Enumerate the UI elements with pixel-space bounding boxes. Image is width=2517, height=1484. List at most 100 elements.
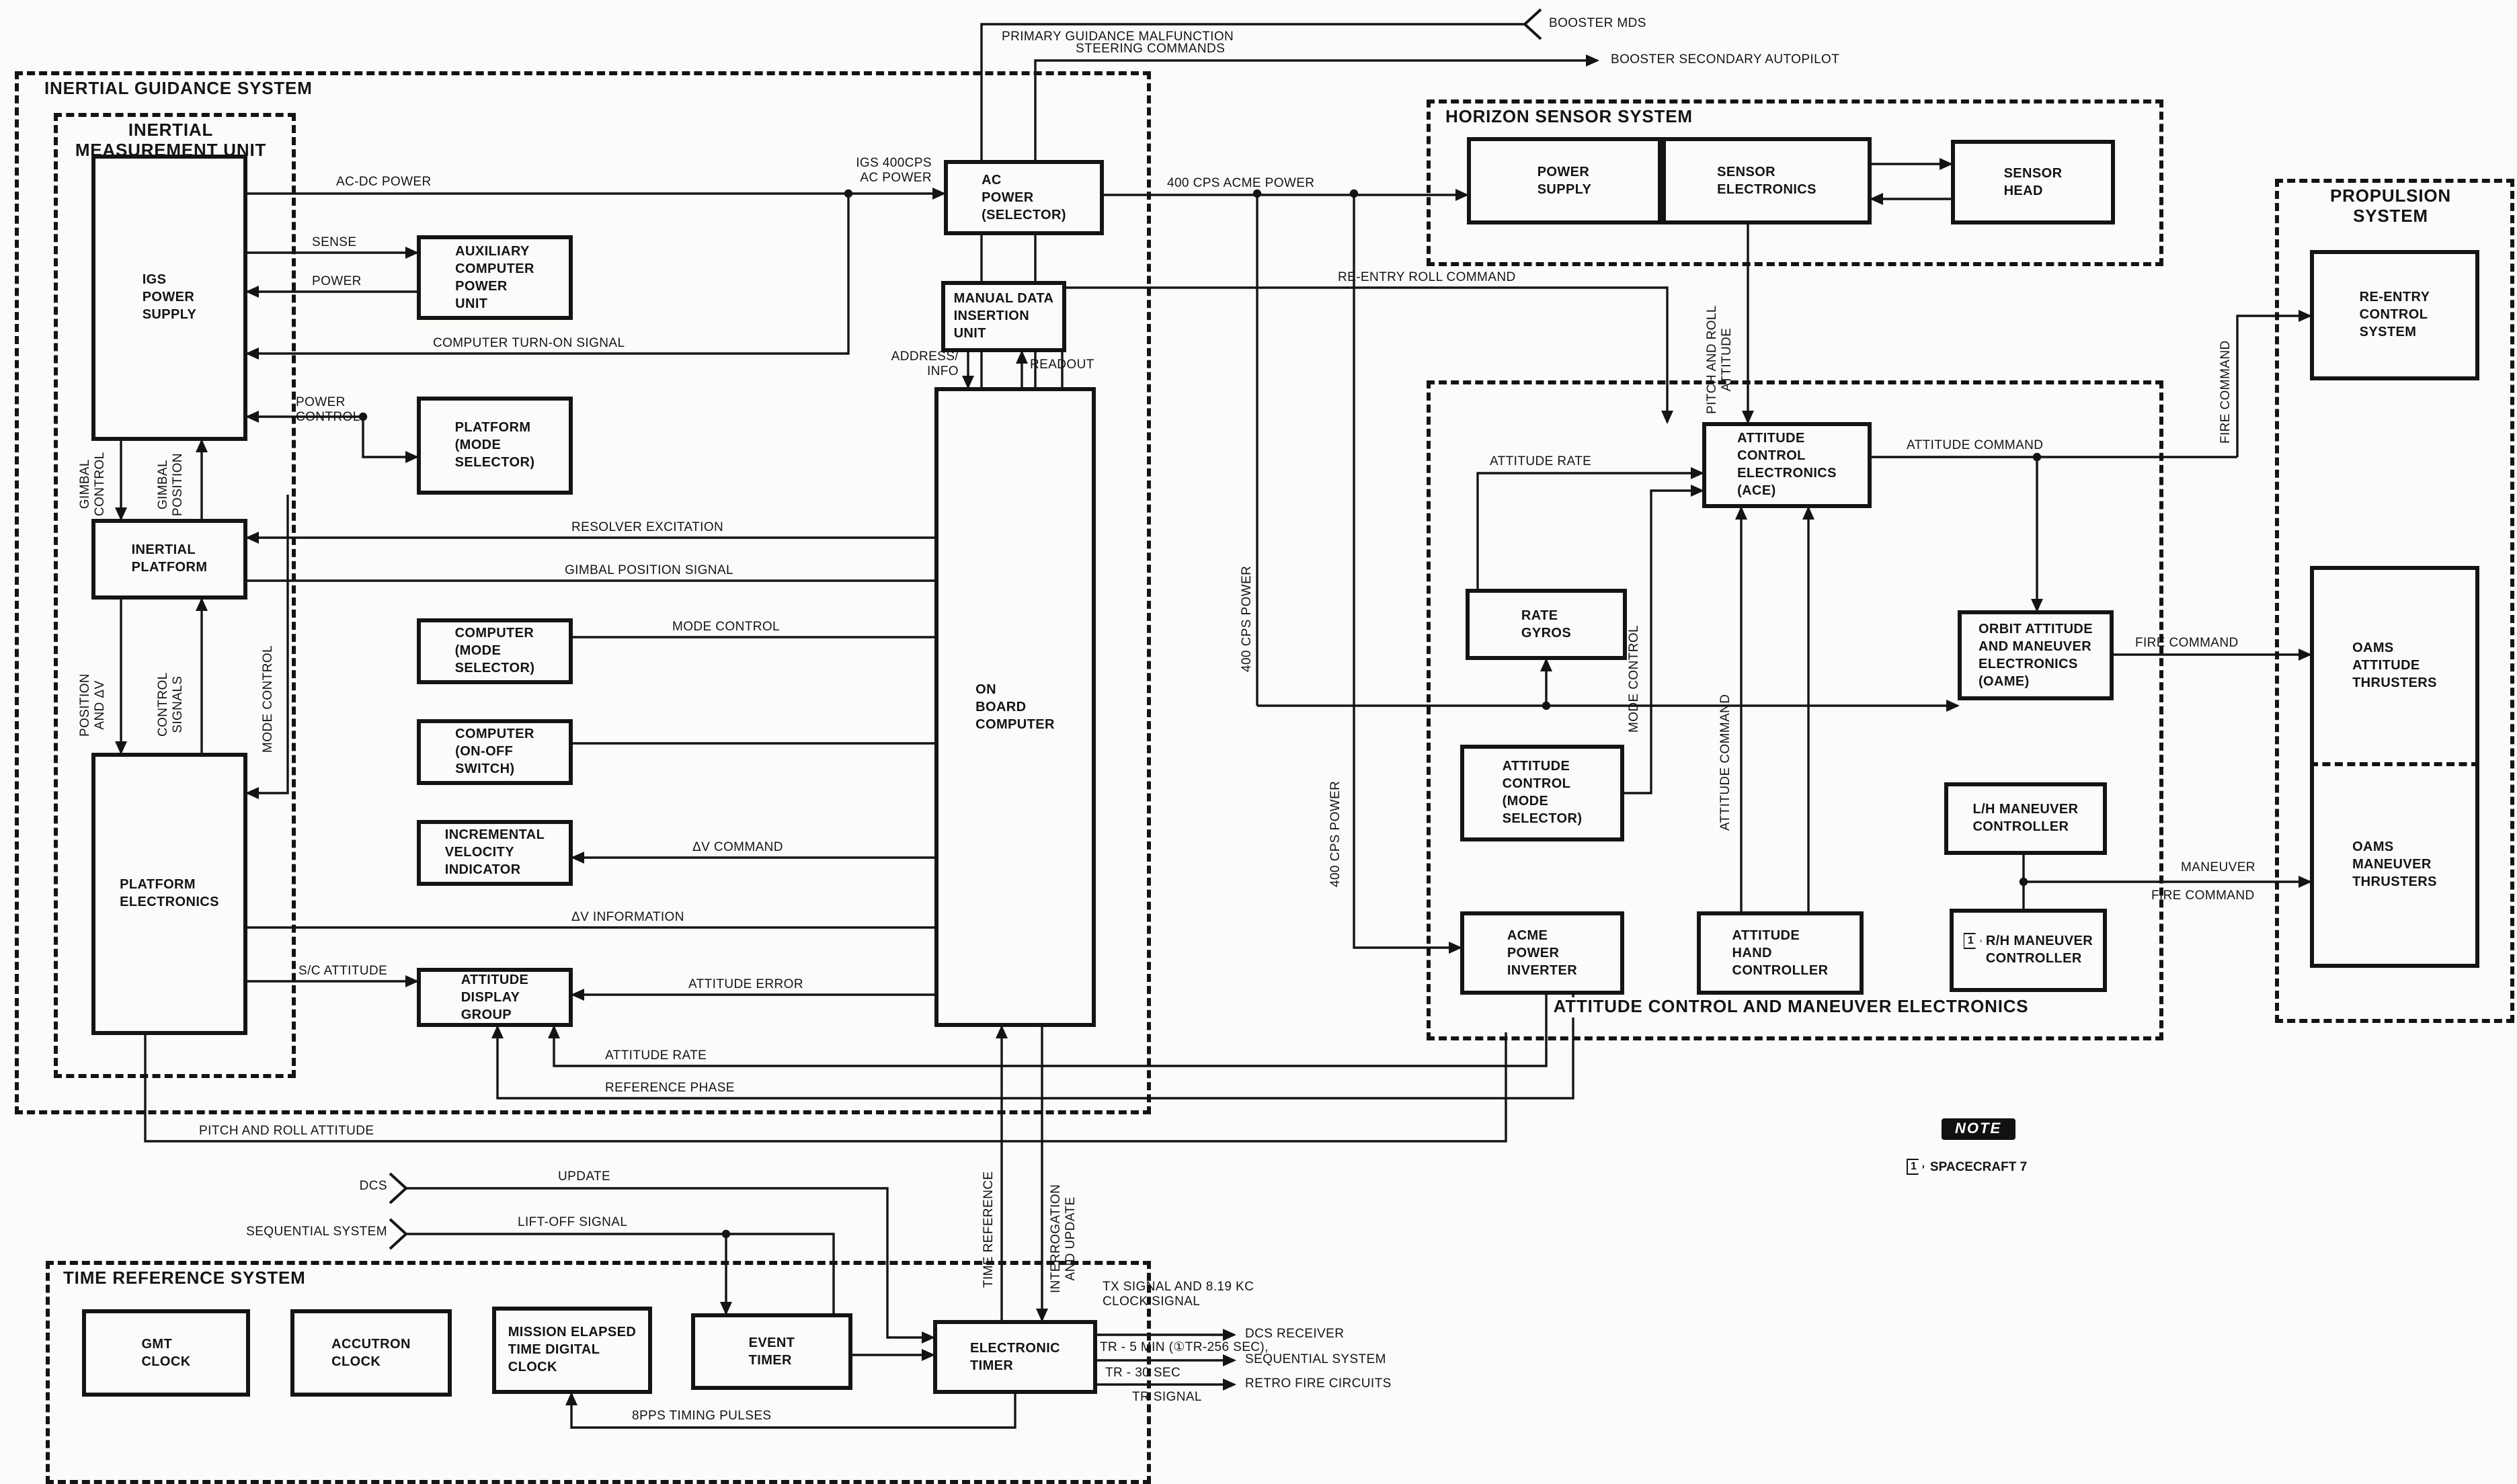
pitch-roll-attitude-bottom-line bbox=[144, 1001, 1507, 1143]
lbl-lift-off-signal: LIFT-OFF SIGNAL bbox=[518, 1215, 628, 1230]
lbl-readout: READOUT bbox=[1030, 358, 1094, 372]
lbl-sc-attitude: S/C ATTITUDE bbox=[298, 964, 388, 979]
event-timer-label: EVENT TIMER bbox=[748, 1335, 795, 1368]
lbl-power: POWER bbox=[312, 274, 362, 289]
lbl-attitude-rate-adg: ATTITUDE RATE bbox=[605, 1048, 707, 1063]
lbl-gimbal-control: GIMBAL CONTROL bbox=[78, 452, 108, 516]
sensor-electronics: SENSOR ELECTRONICS bbox=[1662, 137, 1872, 224]
time-reference-system-label: TIME REFERENCE SYSTEM bbox=[59, 1268, 310, 1289]
flag-icon: 1 bbox=[1964, 933, 1982, 949]
lbl-mode-control-computer: MODE CONTROL bbox=[672, 620, 780, 634]
accutron-clock: ACCUTRON CLOCK bbox=[290, 1309, 452, 1397]
flag-icon: 1 bbox=[1907, 1159, 1925, 1175]
lbl-fire-command-oame: FIRE COMMAND bbox=[2135, 636, 2239, 651]
lbl-attitude-error: ATTITUDE ERROR bbox=[688, 977, 803, 992]
attitude-control-electronics: ATTITUDE CONTROL ELECTRONICS (ACE) bbox=[1702, 422, 1872, 508]
lbl-fire-command-rcs: FIRE COMMAND bbox=[2219, 340, 2233, 444]
lbl-resolver-excitation: RESOLVER EXCITATION bbox=[571, 520, 724, 535]
on-board-computer-label: ON BOARD COMPUTER bbox=[975, 682, 1055, 732]
platform-mode-selector-label: PLATFORM (MODE SELECTOR) bbox=[454, 421, 535, 470]
orbit-attitude-maneuver-electronics: ORBIT ATTITUDE AND MANEUVER ELECTRONICS … bbox=[1958, 610, 2114, 700]
reference-phase-line bbox=[491, 995, 1574, 1100]
propulsion-system bbox=[2275, 179, 2514, 1023]
booster-mds-connector-chevron-icon bbox=[1523, 8, 1542, 40]
incremental-velocity-indicator-label: INCREMENTAL VELOCITY INDICATOR bbox=[444, 828, 545, 878]
attitude-rate-ace-line bbox=[1476, 467, 1704, 589]
auxiliary-computer-power-unit-label: AUXILIARY COMPUTER POWER UNIT bbox=[455, 244, 534, 311]
oams-attitude-thrusters: OAMS ATTITUDE THRUSTERS bbox=[2310, 566, 2479, 766]
lbl-400-cps-power-b: 400 CPS POWER bbox=[1328, 780, 1343, 887]
computer-on-off-switch-label: COMPUTER (ON-OFF SWITCH) bbox=[455, 727, 534, 777]
attitude-rate-adg-line bbox=[548, 995, 1548, 1067]
electronic-timer-label: ELECTRONIC TIMER bbox=[970, 1341, 1060, 1373]
lbl-dcs-receiver: DCS RECEIVER bbox=[1245, 1327, 1345, 1342]
platform-mode-selector: PLATFORM (MODE SELECTOR) bbox=[417, 397, 573, 495]
lbl-attitude-command-h: ATTITUDE COMMAND bbox=[1907, 438, 2044, 453]
lh-maneuver-controller-label: L/H MANEUVER CONTROLLER bbox=[1972, 802, 2079, 835]
lbl-maneuver-fire-command: FIRE COMMAND bbox=[2151, 889, 2255, 903]
on-board-computer: ON BOARD COMPUTER bbox=[934, 387, 1096, 1027]
lbl-update: UPDATE bbox=[558, 1169, 611, 1184]
lbl-400-cps-acme-power: 400 CPS ACME POWER bbox=[1167, 176, 1315, 191]
oams-maneuver-thrusters-label: OAMS MANEUVER THRUSTERS bbox=[2352, 840, 2437, 890]
ac-power-selector-label: AC POWER (SELECTOR) bbox=[982, 173, 1066, 222]
lbl-interrogation-update: INTERROGATION AND UPDATE bbox=[1049, 1184, 1079, 1293]
lbl-attitude-command-v: ATTITUDE COMMAND bbox=[1718, 694, 1733, 831]
attitude-display-group-label: ATTITUDE DISPLAY GROUP bbox=[461, 973, 529, 1022]
sensor-head-label: SENSOR HEAD bbox=[2003, 166, 2063, 198]
gmt-clock: GMT CLOCK bbox=[82, 1309, 250, 1397]
platform-electronics-label: PLATFORM ELECTRONICS bbox=[120, 878, 219, 910]
lbl-steering-commands: STEERING COMMANDS bbox=[1076, 42, 1226, 56]
lbl-gimbal-position-signal: GIMBAL POSITION SIGNAL bbox=[565, 563, 733, 578]
lbl-pitch-roll-vert: PITCH AND ROLL ATTITUDE bbox=[1705, 305, 1735, 414]
pps-timing-line bbox=[565, 1392, 1016, 1429]
lbl-power-control: POWER CONTROL bbox=[296, 395, 360, 425]
lbl-retro-fire-circuits: RETRO FIRE CIRCUITS bbox=[1245, 1376, 1392, 1391]
hss-power-supply-label: POWER SUPPLY bbox=[1537, 165, 1592, 197]
lbl-booster-secondary-autopilot: BOOSTER SECONDARY AUTOPILOT bbox=[1611, 52, 1840, 67]
lbl-time-reference: TIME REFERENCE bbox=[982, 1171, 996, 1288]
electronic-timer: ELECTRONIC TIMER bbox=[933, 1320, 1097, 1394]
computer-turn-on-line bbox=[245, 194, 850, 360]
primary-guidance-malfunction-line bbox=[980, 23, 1525, 387]
inertial-measurement-unit bbox=[54, 113, 296, 1078]
lbl-re-entry-roll-command: RE-ENTRY ROLL COMMAND bbox=[1338, 270, 1516, 285]
lbl-400-cps-power-a: 400 CPS POWER bbox=[1240, 565, 1254, 672]
lbl-ac-dc-power: AC-DC POWER bbox=[336, 175, 432, 190]
rh-maneuver-controller-label: R/H MANEUVER CONTROLLER bbox=[1985, 934, 2093, 966]
oams-attitude-thrusters-label: OAMS ATTITUDE THRUSTERS bbox=[2352, 641, 2437, 691]
lbl-position-dv: POSITION AND ΔV bbox=[78, 673, 108, 737]
lbl-maneuver: MANEUVER bbox=[2181, 860, 2255, 875]
lift-off-line bbox=[406, 1233, 935, 1361]
acme-power-inverter: ACME POWER INVERTER bbox=[1460, 911, 1624, 995]
lbl-address-info: ADDRESS/ INFO bbox=[891, 349, 959, 380]
orbit-attitude-maneuver-electronics-label: ORBIT ATTITUDE AND MANEUVER ELECTRONICS … bbox=[1978, 622, 2093, 689]
lbl-mode-control-platform: MODE CONTROL bbox=[261, 645, 276, 753]
lbl-booster-mds: BOOSTER MDS bbox=[1549, 16, 1646, 31]
attitude-control-mode-selector-label: ATTITUDE CONTROL (MODE SELECTOR) bbox=[1502, 759, 1583, 827]
lbl-tr-30sec: TR - 30 SEC bbox=[1105, 1366, 1181, 1380]
lh-maneuver-controller: L/H MANEUVER CONTROLLER bbox=[1944, 782, 2107, 855]
lbl-dcs: DCS bbox=[359, 1179, 387, 1194]
attitude-control-maneuver-electronics-label: ATTITUDE CONTROL AND MANEUVER ELECTRONIC… bbox=[1549, 996, 2033, 1018]
re-entry-control-system-label: RE-ENTRY CONTROL SYSTEM bbox=[2359, 290, 2430, 340]
gmt-clock-label: GMT CLOCK bbox=[141, 1337, 191, 1369]
igs-power-supply: IGS POWER SUPPLY bbox=[91, 155, 247, 441]
hss-power-supply: POWER SUPPLY bbox=[1467, 137, 1662, 224]
inertial-platform: INERTIAL PLATFORM bbox=[91, 519, 247, 600]
mode-control-ace-line bbox=[1624, 485, 1704, 794]
rate-gyros: RATE GYROS bbox=[1466, 589, 1627, 660]
inertial-guidance-system-label: INERTIAL GUIDANCE SYSTEM bbox=[40, 78, 317, 99]
rate-gyros-label: RATE GYROS bbox=[1521, 608, 1572, 641]
dcs-connector-chevron-icon bbox=[389, 1172, 408, 1204]
note-text: SPACECRAFT 7 bbox=[1929, 1159, 2028, 1174]
manual-data-insertion-unit: MANUAL DATA INSERTION UNIT bbox=[941, 281, 1066, 352]
lbl-primary-guidance-malfunction: PRIMARY GUIDANCE MALFUNCTION bbox=[1002, 30, 1234, 44]
propulsion-system-label: PROPULSION SYSTEM bbox=[2326, 186, 2455, 227]
sensor-electronics-label: SENSOR ELECTRONICS bbox=[1717, 165, 1816, 197]
power-control-right bbox=[362, 417, 419, 463]
horizon-sensor-system-label: HORIZON SENSOR SYSTEM bbox=[1441, 106, 1697, 128]
